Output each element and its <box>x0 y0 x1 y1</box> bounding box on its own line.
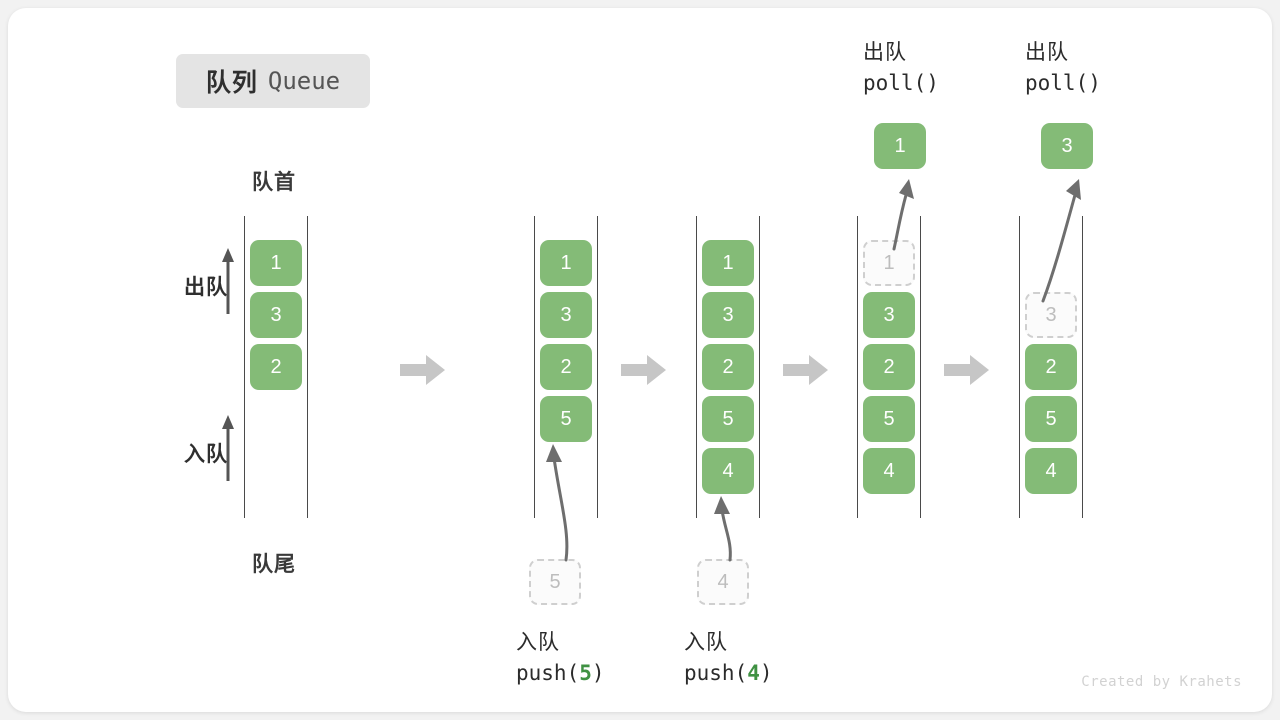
push-arrow <box>712 490 756 562</box>
poll-caption-3: 出队 poll() <box>1025 38 1195 99</box>
push-label-cn: 入队 <box>516 631 560 654</box>
queue-cell: 1 <box>250 240 302 286</box>
queue-cell: 5 <box>1025 396 1077 442</box>
stage-separator-arrow <box>783 353 829 387</box>
push-label-cn: 入队 <box>684 631 728 654</box>
push-caption-4: 入队 push(4) <box>684 628 854 689</box>
rail-right <box>597 216 598 518</box>
queue-cell: 5 <box>540 396 592 442</box>
queue-cell: 4 <box>702 448 754 494</box>
push-source-ghost-cell: 4 <box>697 559 749 605</box>
rail-left <box>534 216 535 518</box>
push-label-code: push(4) <box>684 658 854 688</box>
title-english: Queue <box>267 67 341 95</box>
push-fn-name: push( <box>516 661 580 686</box>
rail-left <box>244 216 245 518</box>
rail-right <box>920 216 921 518</box>
queue-cell: 3 <box>702 292 754 338</box>
push-fn-arg: 5 <box>579 661 592 686</box>
queue-cell: 3 <box>863 292 915 338</box>
queue-cell: 2 <box>250 344 302 390</box>
poll-label-code: poll() <box>1025 71 1101 96</box>
rail-left <box>857 216 858 518</box>
stage-separator-arrow <box>944 353 990 387</box>
queue-cell: 5 <box>863 396 915 442</box>
poll-arrow <box>878 173 922 251</box>
poll-caption-1: 出队 poll() <box>863 38 1033 99</box>
queue-cell: 4 <box>863 448 915 494</box>
poll-label-cn: 出队 <box>1025 41 1069 64</box>
diagram-card: 队列 Queue 队首 队尾 出队 入队 1 3 2 1 3 2 5 <box>8 8 1272 712</box>
push-fn-close: ) <box>591 661 605 686</box>
queue-cell: 2 <box>702 344 754 390</box>
queue-head-label: 队首 <box>252 171 296 194</box>
queue-column-poll-1: 1 3 2 5 4 <box>857 216 921 518</box>
dequeue-direction-arrow <box>218 246 238 316</box>
queue-cell: 2 <box>863 344 915 390</box>
credit-text: Created by Krahets <box>1081 674 1242 690</box>
queue-cell: 1 <box>540 240 592 286</box>
push-label-code: push(5) <box>516 658 686 688</box>
poll-label-cn: 出队 <box>863 41 907 64</box>
push-fn-close: ) <box>759 661 773 686</box>
popped-cell: 3 <box>1041 123 1093 169</box>
queue-column-initial: 1 3 2 <box>244 216 308 518</box>
queue-cell: 4 <box>1025 448 1077 494</box>
popped-cell: 1 <box>874 123 926 169</box>
queue-column-poll-3: 3 2 5 4 <box>1019 216 1083 518</box>
push-arrow <box>544 438 592 563</box>
queue-cell: 2 <box>540 344 592 390</box>
poll-arrow <box>1033 173 1087 303</box>
rail-right <box>759 216 760 518</box>
push-fn-name: push( <box>684 661 748 686</box>
push-fn-arg: 4 <box>747 661 760 686</box>
dequeue-side-label: 出队 <box>184 276 228 299</box>
rail-right <box>307 216 308 518</box>
title-chinese: 队列 <box>205 69 258 97</box>
queue-cell: 5 <box>702 396 754 442</box>
queue-cell-ghost: 3 <box>1025 292 1077 338</box>
enqueue-direction-arrow <box>218 413 238 483</box>
poll-label-code: poll() <box>863 71 939 96</box>
queue-cell: 3 <box>540 292 592 338</box>
queue-cell-ghost: 1 <box>863 240 915 286</box>
rail-right <box>1082 216 1083 518</box>
queue-column-after-push-4: 1 3 2 5 4 <box>696 216 760 518</box>
rail-left <box>1019 216 1020 518</box>
queue-cell: 3 <box>250 292 302 338</box>
stage-separator-arrow <box>400 353 446 387</box>
push-source-ghost-cell: 5 <box>529 559 581 605</box>
title-badge: 队列 Queue <box>176 54 370 108</box>
queue-cell: 1 <box>702 240 754 286</box>
enqueue-side-label: 入队 <box>184 443 228 466</box>
queue-column-after-push-5: 1 3 2 5 <box>534 216 598 518</box>
stage-separator-arrow <box>621 353 667 387</box>
push-caption-5: 入队 push(5) <box>516 628 686 689</box>
rail-left <box>696 216 697 518</box>
queue-cell: 2 <box>1025 344 1077 390</box>
queue-tail-label: 队尾 <box>252 553 296 576</box>
